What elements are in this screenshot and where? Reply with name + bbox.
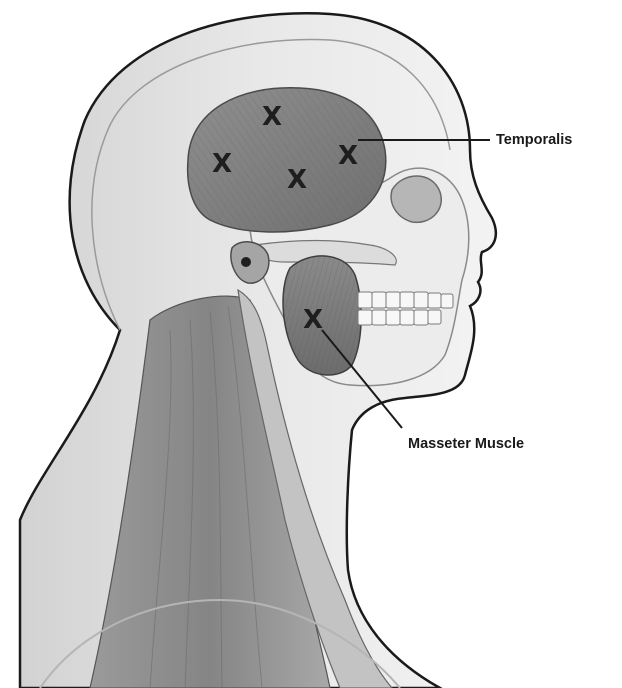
ear-canal xyxy=(241,257,251,267)
masseter-marker: X xyxy=(303,305,323,335)
temporalis-marker: X xyxy=(287,165,307,195)
masseter-label: Masseter Muscle xyxy=(408,436,524,452)
temporalis-marker: X xyxy=(262,102,282,132)
temporalis-marker: X xyxy=(212,149,232,179)
temporalis-label: Temporalis xyxy=(496,132,572,148)
temporalis-marker: X xyxy=(338,141,358,171)
